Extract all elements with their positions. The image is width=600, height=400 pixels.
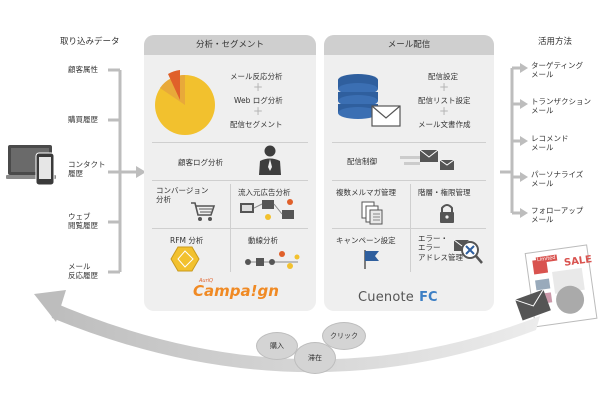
- divider: [332, 180, 486, 181]
- delivery-list-settings-label: 配信リスト設定: [418, 96, 471, 105]
- bubble-click-label: クリック: [330, 332, 358, 340]
- flow-path-icon: [245, 251, 300, 269]
- lock-icon: [440, 204, 454, 223]
- rfm-analysis-label: RFM 分析: [170, 236, 204, 245]
- conversion-analysis-label: コンバージョン 分析: [156, 186, 209, 205]
- source-item-customer-attr: 顧客属性: [68, 65, 98, 74]
- documents-icon: [361, 201, 383, 225]
- delivery-segment-label: 配信セグメント: [230, 120, 283, 129]
- bubble-stay-label: 滞在: [308, 354, 322, 362]
- mail-flow-icon: [400, 149, 455, 170]
- divider: [332, 228, 486, 229]
- flag-icon: [364, 250, 379, 269]
- bubble-click: クリック: [322, 322, 366, 350]
- divider: [332, 142, 486, 143]
- pie-chart-icon: [155, 70, 215, 135]
- campaign-settings-label: キャンペーン設定: [336, 236, 396, 245]
- plus-icon: +: [439, 80, 450, 94]
- source-item-contact-history: コンタクト 履歴: [68, 160, 106, 179]
- bubble-purchase-label: 購入: [270, 342, 284, 350]
- shopping-cart-icon: [191, 202, 216, 221]
- divider: [152, 228, 308, 229]
- delivery-control-label: 配信制御: [347, 157, 377, 166]
- usage-title: 活用方法: [538, 37, 573, 47]
- person-icon: [259, 145, 281, 175]
- divider: [152, 142, 308, 143]
- analysis-title: 分析・セグメント: [144, 35, 316, 55]
- sale-flyer-illustration: [514, 244, 598, 328]
- plus-icon: +: [439, 104, 450, 118]
- web-log-analysis-label: Web ログ分析: [234, 96, 283, 105]
- usage-item-transaction: トランザクション メール: [531, 97, 591, 116]
- cuenote-fc-logo: Cuenote FC: [358, 286, 438, 305]
- laptop-phone-icon: [6, 145, 56, 186]
- usage-item-followup: フォローアップ メール: [531, 206, 584, 225]
- campaign-logo-text: Campa!gn: [193, 282, 279, 300]
- source-item-purchase-history: 購買履歴: [68, 115, 98, 124]
- campaign-logo-prefix: AuriQ: [199, 278, 213, 284]
- usage-item-personalize: パーソナライズ メール: [531, 170, 584, 189]
- bubble-stay: 滞在: [294, 342, 336, 374]
- multi-newsletter-label: 複数メルマガ管理: [336, 188, 396, 197]
- bubble-purchase: 購入: [256, 332, 298, 360]
- hierarchy-permission-label: 階層・権限管理: [418, 188, 471, 197]
- network-icon: [240, 199, 294, 220]
- campaign-logo: AuriQ Campa!gn: [193, 278, 279, 299]
- sources-title: 取り込みデータ: [60, 37, 120, 47]
- flow-analysis-label: 動線分析: [248, 236, 278, 245]
- error-address-label: エラー・ エラー アドレス管理: [418, 234, 463, 262]
- usage-item-targeting: ターゲティング メール: [531, 61, 584, 80]
- delivery-title: メール配信: [324, 35, 494, 55]
- source-item-mail-history: メール 反応履歴: [68, 262, 98, 281]
- customer-log-analysis-label: 顧客ログ分析: [178, 158, 223, 167]
- delivery-settings-label: 配信設定: [428, 72, 458, 81]
- divider: [152, 180, 308, 181]
- source-item-web-history: ウェブ 閲覧履歴: [68, 212, 98, 231]
- usage-item-recommend: レコメンド メール: [531, 134, 569, 153]
- error-mail-search-icon: [453, 239, 483, 264]
- mail-reaction-analysis-label: メール反応分析: [230, 72, 283, 81]
- cuenote-logo-suffix: FC: [419, 290, 438, 305]
- plus-icon: +: [253, 80, 264, 94]
- rfm-hexagon-icon: [170, 246, 200, 272]
- mail-document-label: メール文書作成: [418, 120, 471, 129]
- plus-icon: +: [253, 104, 264, 118]
- database-mail-icon: [338, 74, 401, 127]
- cuenote-logo-text: Cuenote: [358, 290, 415, 305]
- ad-source-analysis-label: 流入元広告分析: [238, 188, 291, 197]
